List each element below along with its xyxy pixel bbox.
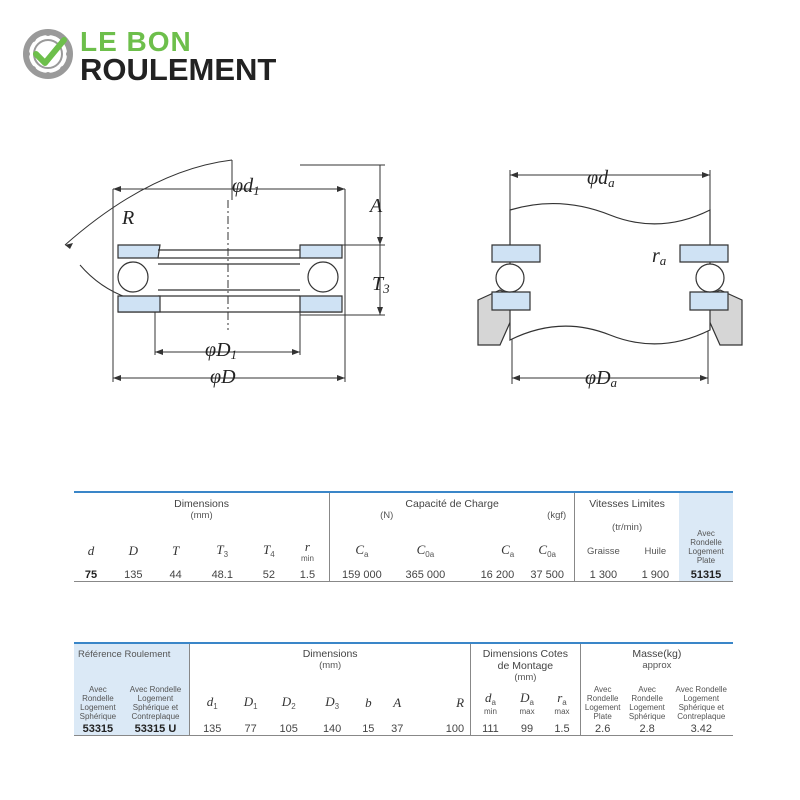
- label-ra: ra: [652, 245, 667, 268]
- label-d1: φd1: [232, 175, 260, 198]
- brand-name-line2: ROULEMENT: [80, 52, 277, 87]
- label-D: φD: [210, 366, 236, 388]
- label-da: φda: [587, 167, 615, 190]
- group-capacity: Capacité de Charge (N)(kgf): [329, 492, 575, 533]
- table-load-capacity: Dimensions(mm) Capacité de Charge (N)(kg…: [74, 491, 733, 582]
- table-row: 53315 53315 U 135 77 105 140 15 37 100 1…: [74, 723, 733, 736]
- table-dimensions: Référence Roulement Dimensions(mm) Dimen…: [74, 642, 733, 736]
- table-row: 75 135 44 48.1 52 1.5 159 000 365 000 16…: [74, 569, 733, 582]
- group-dimensions-2: Dimensions(mm): [189, 643, 471, 683]
- label-T3: T3: [372, 273, 390, 296]
- group-mass: Masse(kg)approx: [579, 643, 733, 683]
- group-ref: Référence Roulement: [74, 643, 190, 683]
- group-dimensions: Dimensions(mm): [174, 498, 229, 521]
- group-speed: Vitesses Limites (tr/min): [574, 492, 679, 533]
- gear-check-icon: [23, 29, 73, 79]
- label-Da: φDa: [585, 367, 618, 390]
- brand-name-line1: LE BON: [80, 26, 192, 57]
- label-D1: φD1: [205, 339, 237, 362]
- brand-logo: LE BON ROULEMENT: [22, 26, 302, 87]
- label-A: A: [368, 195, 383, 217]
- bearing-cross-section-drawing: φd1 R A T3 φD1 φD φda ra φDa: [64, 159, 743, 390]
- label-R: R: [121, 207, 134, 229]
